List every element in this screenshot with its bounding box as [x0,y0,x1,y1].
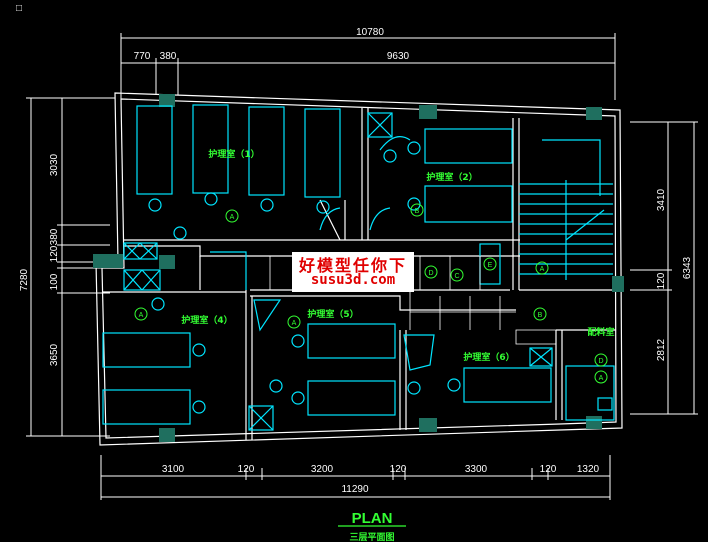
room-label-4: 护理室（4） [181,314,232,326]
watermark-line-1: 好模型任你下 [298,256,407,275]
dimension-lines [26,33,698,500]
dim-bottom-total: 11290 [341,484,369,495]
dim-top-total: 10780 [356,27,384,38]
dim-right-seg-1: 3410 [656,188,667,211]
marker-label: A [599,375,604,382]
marker-label: B [415,208,420,215]
dim-top-seg-2: 380 [160,51,177,62]
dim-left-seg-2: 380 [49,228,60,245]
room-label-1: 护理室（1） [208,148,259,160]
marker-label: A [139,312,144,319]
plan-subtitle: 三层平面图 [349,532,394,542]
watermark-line-2: susu3d.com [310,272,396,288]
marker-label: C [454,273,459,280]
markers [134,203,608,384]
dim-left-seg-3: 120 [49,245,60,262]
dim-top-seg-3: 9630 [387,51,410,62]
marker-label: A [292,320,297,327]
marker-label: D [428,270,433,277]
marker-labels: A A A A A B B C D D E [139,208,604,382]
dim-bottom-seg-2: 120 [238,464,255,475]
marker-label: D [598,358,603,365]
fixtures [102,104,615,431]
dim-left-seg-4: 100 [49,273,60,290]
marker-label: E [488,262,493,269]
dim-bottom-seg-4: 120 [390,464,407,475]
dim-bottom-seg-5: 3300 [465,464,488,475]
plan-title: PLAN [352,510,393,527]
dim-left-seg-5: 3650 [49,343,60,366]
marker-label: B [538,312,543,319]
room-label-5: 护理室（5） [307,308,358,320]
room-label-6: 护理室（6） [463,351,514,363]
dim-bottom-seg-6: 120 [540,464,557,475]
dim-bottom-seg-7: 1320 [577,464,600,475]
dim-right-seg-2: 120 [656,272,667,289]
dim-left-seg-1: 3030 [49,153,60,176]
dim-top-seg-1: 770 [134,51,151,62]
room-label-supply: 配料室 [587,326,614,338]
marker-label: A [230,214,235,221]
columns [93,94,624,442]
dim-right-seg-3: 2812 [656,338,667,361]
watermark: 好模型任你下 susu3d.com [292,252,414,292]
dim-bottom-seg-1: 3100 [162,464,185,475]
dim-left-total: 7280 [19,268,30,291]
corner-square-icon: □ [16,3,22,14]
marker-label: A [540,266,545,273]
room-label-2: 护理室（2） [426,171,477,183]
dim-right-total: 6343 [682,256,693,279]
dim-bottom-seg-3: 3200 [311,464,334,475]
